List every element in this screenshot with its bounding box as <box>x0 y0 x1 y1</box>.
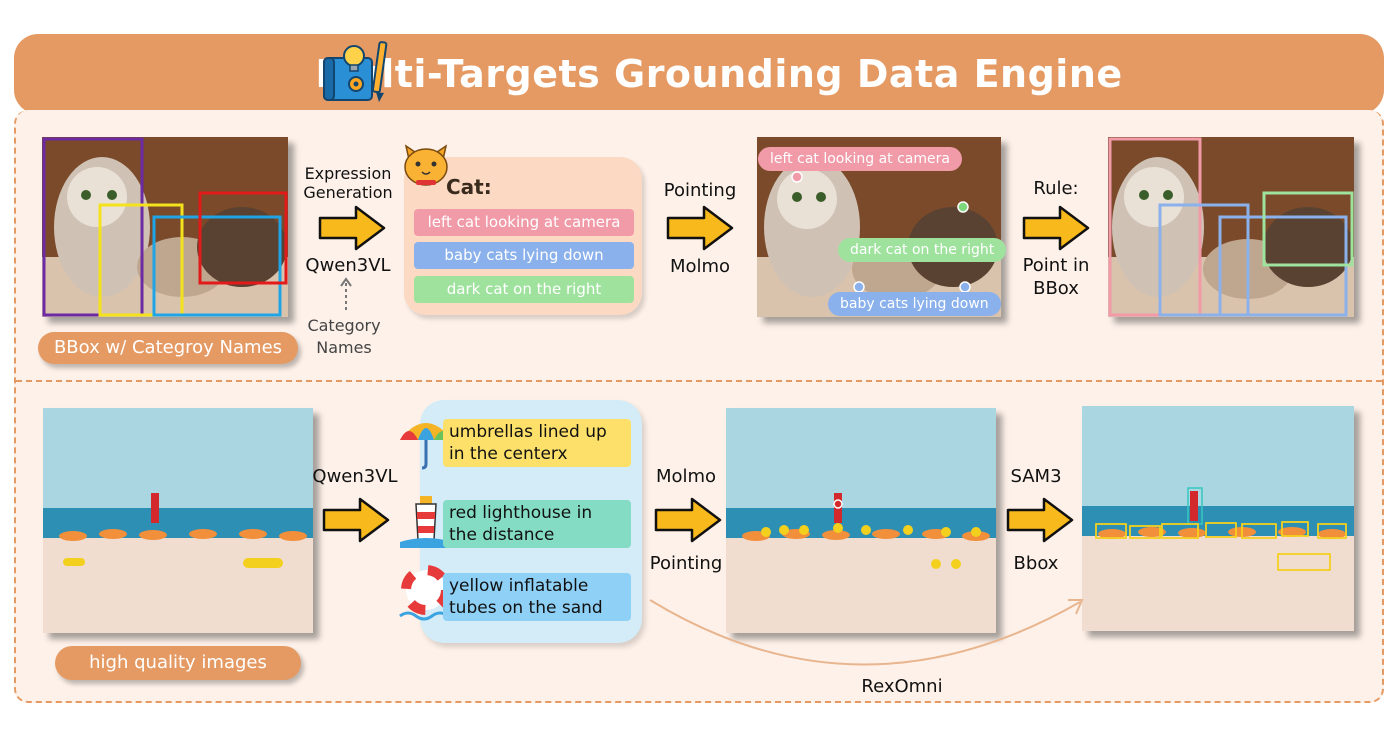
cat-photo-matched <box>1108 137 1354 317</box>
header-banner: Multi-Targets Grounding Data Engine <box>14 34 1384 114</box>
arrow-expression-generation <box>318 205 386 251</box>
rexomni-bypass-arrow <box>649 599 1084 666</box>
arrow-molmo <box>654 497 722 543</box>
point-label: left cat looking at camera <box>758 147 962 171</box>
step2-bottom-bottom-label: Pointing <box>649 553 723 574</box>
row-divider <box>16 380 1382 382</box>
category-label: Cat: <box>446 175 492 199</box>
point-label: dark cat on the right <box>838 238 1007 262</box>
arrow-sam3 <box>1006 497 1074 543</box>
lighthouse-icon <box>398 490 454 548</box>
step3-bottom-bottom-label: Bbox <box>1013 553 1059 574</box>
step1-bottom-label: Qwen3VL <box>305 255 391 276</box>
expression-item: dark cat on the right <box>414 276 634 303</box>
step2-bottom-label: Molmo <box>669 256 731 277</box>
arrow-rule <box>1022 205 1090 251</box>
umbrella-icon <box>396 412 456 472</box>
blueprint-idea-icon <box>318 38 392 108</box>
cat-photo-bbox <box>42 137 288 317</box>
point-label: baby cats lying down <box>828 292 1001 316</box>
step1-label-qwen: Qwen3VL <box>312 466 398 487</box>
source-label-images: high quality images <box>55 646 301 680</box>
beach-photo-pointed <box>726 408 996 633</box>
step3-bottom-top-label: SAM3 <box>1010 466 1062 487</box>
expression-item: baby cats lying down <box>414 242 634 269</box>
source-label-bbox: BBox w/ Categroy Names <box>38 332 298 364</box>
rexomni-label: RexOmni <box>861 676 943 697</box>
expression-item: left cat looking at camera <box>414 209 634 236</box>
step2-top-label: Pointing <box>663 180 737 201</box>
step3-top-label: Rule: <box>1033 178 1079 199</box>
beach-photo-source <box>43 408 313 633</box>
cat-face-icon <box>400 140 452 190</box>
beach-photo-bbox <box>1082 406 1354 631</box>
arrow-qwen <box>322 497 390 543</box>
expression-card: Cat: left cat looking at camera baby cat… <box>404 157 642 315</box>
dashed-up-arrow <box>340 277 352 310</box>
arrow-pointing <box>666 205 734 251</box>
step2-bottom-top-label: Molmo <box>655 466 717 487</box>
page-title: Multi-Targets Grounding Data Engine <box>315 52 1123 96</box>
